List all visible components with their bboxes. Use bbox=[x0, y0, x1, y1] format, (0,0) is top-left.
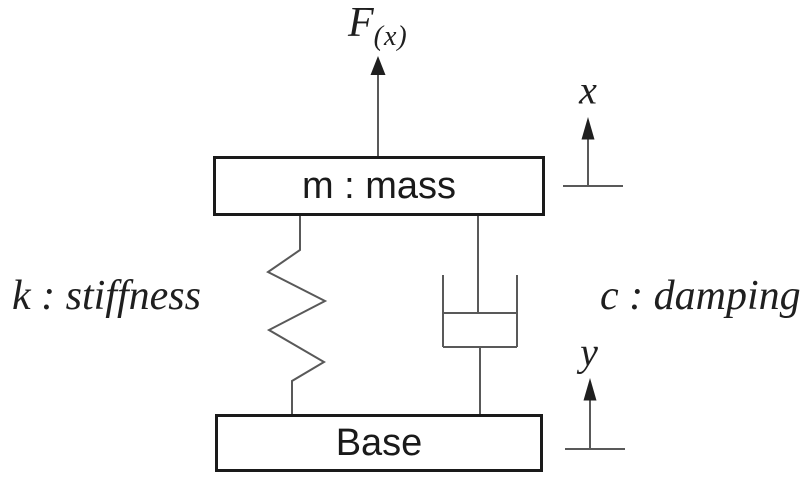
force-symbol: F bbox=[348, 0, 374, 46]
force-arrowhead-icon bbox=[370, 56, 386, 75]
spring-symbol bbox=[266, 216, 328, 414]
force-label: F(x) bbox=[348, 0, 408, 51]
y-axis-label: y bbox=[580, 329, 598, 375]
force-subscript: (x) bbox=[373, 21, 408, 52]
mass-box bbox=[213, 156, 545, 216]
x-axis-label: x bbox=[579, 67, 597, 113]
damper-symbol bbox=[442, 216, 518, 414]
spring-label: k : stiffness bbox=[12, 273, 201, 319]
x-axis-arrowhead-icon bbox=[581, 117, 595, 140]
y-axis-arrowhead-icon bbox=[583, 378, 597, 401]
damper-label: c : damping bbox=[600, 273, 800, 319]
base-box-label: Base bbox=[335, 421, 423, 464]
base-box bbox=[215, 414, 543, 472]
mass-box-label: m : mass bbox=[301, 164, 457, 207]
y-axis-marker bbox=[565, 378, 625, 450]
force-arrow bbox=[370, 56, 386, 156]
x-axis-marker bbox=[563, 117, 623, 187]
